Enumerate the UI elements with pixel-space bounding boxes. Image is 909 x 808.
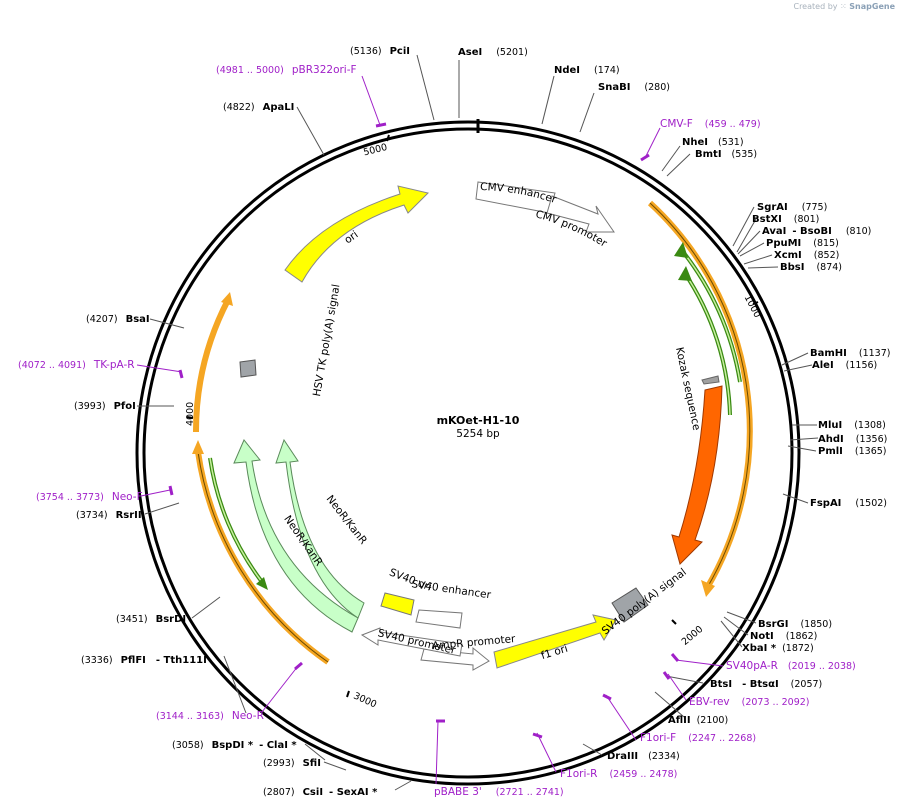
site-label: (5136)PciI (350, 46, 410, 57)
credit-prefix: Created by (793, 2, 838, 11)
primer-label: (4981 .. 5000)pBR322ori-F (216, 64, 357, 76)
plasmid-name: mKOet-H1-10 (437, 414, 520, 427)
site-label: (3734)RsrII (76, 510, 142, 521)
orf-arcs (192, 200, 753, 665)
site-label: AleI(1156) (812, 360, 877, 371)
feature-label: NeoR/KanR (324, 493, 370, 547)
feature-label: Kozak sequence (673, 346, 702, 431)
site-label: (2993)SfiI (263, 758, 321, 769)
site-label: BbsI(874) (780, 262, 842, 273)
primer-marks (136, 75, 724, 785)
site-label: SnaBI(280) (598, 82, 670, 93)
site-label: (3058)BspDI *- ClaI * (172, 740, 297, 751)
site-leader-lines (137, 54, 819, 791)
sv40-promoter-arrow (360, 627, 463, 657)
primer-label: EBV-rev(2073 .. 2092) (689, 696, 810, 708)
feature-arrows (233, 181, 723, 671)
primer-label: pBABE 3'(2721 .. 2741) (434, 786, 564, 798)
site-label: SgrAI(775) (757, 202, 827, 213)
site-label: XbaI *(1872) (742, 643, 814, 654)
site-labels: AseI(5201) NdeI(174) SnaBI(280) NheI(531… (74, 46, 890, 798)
ampr-promoter-arrow (420, 646, 490, 671)
snapgene-credit: Created by ⁙ SnapGene (793, 2, 895, 11)
backbone (135, 119, 801, 786)
mko-arrow (671, 385, 723, 565)
site-label: (3451)BsrDI (116, 614, 186, 625)
site-label: AflII(2100) (668, 715, 728, 726)
site-label: XcmI(852) (774, 250, 839, 261)
f1-ori-arrow (493, 614, 617, 669)
site-label: (3336)PflFI- Tth111I (81, 655, 207, 666)
primer-label: (3754 .. 3773)Neo-F (36, 491, 143, 503)
site-label: (4207)BsaI (86, 314, 150, 325)
credit-brand: SnapGene (849, 2, 895, 11)
green-orf-arcs (208, 242, 742, 590)
primer-label: (4072 .. 4091)TK-pA-R (18, 359, 135, 371)
site-label: PpuMI(815) (766, 238, 839, 249)
hsv-tk-polya-box (239, 359, 257, 378)
site-label: PmlI(1365) (818, 446, 887, 457)
site-label: DraIII(2334) (607, 751, 680, 762)
site-label: BsrGI(1850) (758, 619, 832, 630)
site-label: (4822)ApaLI (223, 102, 294, 113)
site-label: (3993)PfoI (74, 401, 136, 412)
tick-label: 4000 (185, 402, 196, 426)
primer-label: CMV-F(459 .. 479) (660, 118, 761, 130)
ori-arrow (284, 185, 429, 283)
primer-label: SV40pA-R(2019 .. 2038) (726, 660, 856, 672)
site-label: (2807)CsiI- SexAI * (263, 787, 378, 798)
site-label: AvaI- BsoBI(810) (762, 226, 871, 237)
cmv-promoter-arrow (546, 195, 615, 233)
tick-label: 2000 (680, 624, 706, 648)
site-label: BtsI- BtsαI(2057) (710, 679, 822, 690)
primer-label: (3144 .. 3163)Neo-R (156, 710, 264, 722)
primer-label: F1ori-R(2459 .. 2478) (560, 768, 677, 780)
site-label: BmtI(535) (695, 149, 757, 160)
sv40-ori-box (380, 592, 415, 616)
feature-label: HSV TK poly(A) signal (311, 283, 343, 397)
primer-label: F1ori-F(2247 .. 2268) (640, 732, 756, 744)
site-label: AhdI(1356) (818, 434, 887, 445)
neor-kanr-arrow-2 (233, 439, 359, 633)
kozak-box (701, 375, 720, 385)
site-label: MluI(1308) (818, 420, 886, 431)
sv40-enhancer-box (415, 609, 463, 629)
site-label: BstXI(801) (752, 214, 819, 225)
snapgene-logo-icon: ⁙ (840, 2, 847, 11)
sv40-polya-box (611, 587, 649, 623)
tick-label: 3000 (352, 691, 379, 711)
site-label: AseI(5201) (458, 47, 528, 58)
site-label: FspAI(1502) (810, 498, 887, 509)
primer-labels: (4981 .. 5000)pBR322ori-F CMV-F(459 .. 4… (18, 64, 856, 798)
site-label: BamHI(1137) (810, 348, 890, 359)
site-label: NotI(1862) (750, 631, 817, 642)
plasmid-length: 5254 bp (456, 428, 500, 440)
site-label: NdeI(174) (554, 65, 620, 76)
neor-kanr-arrow-1 (275, 438, 365, 619)
site-label: NheI(531) (682, 137, 744, 148)
